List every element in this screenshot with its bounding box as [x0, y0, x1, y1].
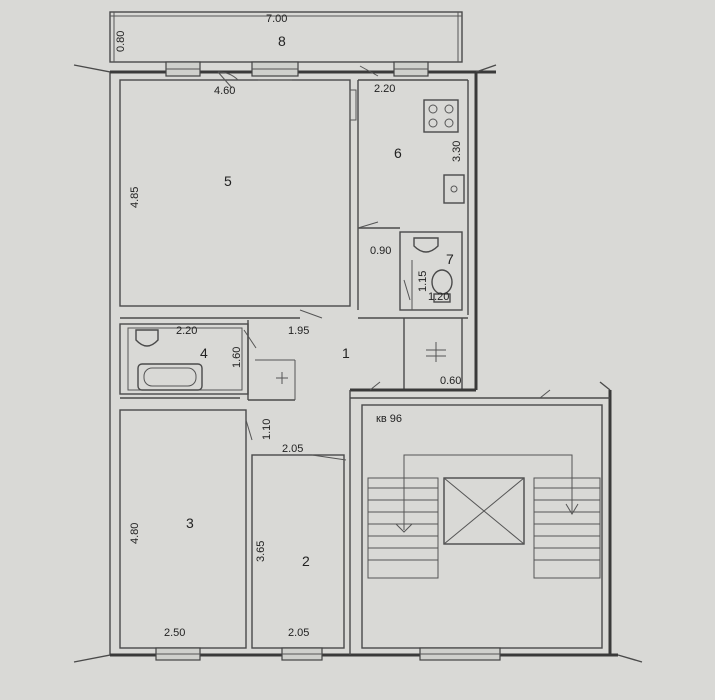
- dim-room2-top: 2.05: [282, 443, 303, 455]
- room-label-2: 2: [302, 553, 310, 569]
- bathtub-icon: [137, 363, 203, 391]
- dim-room5-width: 4.60: [214, 85, 235, 97]
- vent-shaft-icon: [426, 342, 446, 362]
- dim-room2-bottom: 2.05: [288, 627, 309, 639]
- room-5-outline: [119, 79, 351, 307]
- dim-balcony-width: 7.00: [266, 13, 287, 25]
- washing-machine-icon: [276, 372, 288, 384]
- dim-bath-width: 2.20: [176, 325, 197, 337]
- windows: [155, 61, 501, 661]
- room-label-3: 3: [186, 515, 194, 531]
- room-6-outline: [357, 79, 469, 315]
- room-label-1: 1: [342, 345, 350, 361]
- dim-kitchen-length: 3.30: [451, 141, 463, 162]
- dim-door-090: 0.90: [370, 245, 391, 257]
- dim-duct-060: 0.60: [440, 375, 461, 387]
- dim-kitchen-width: 2.20: [374, 83, 395, 95]
- hallway-walls: [120, 317, 610, 655]
- stairs-left-icon: [367, 477, 439, 579]
- toilet-icon: [431, 269, 453, 303]
- doors: [217, 65, 551, 461]
- apartment-number-label: кв 96: [376, 413, 402, 425]
- stairs-right-icon: [533, 477, 601, 579]
- room-7-outline: [399, 231, 463, 311]
- dim-room3-width: 2.50: [164, 627, 185, 639]
- kitchen-sink-icon: [443, 174, 465, 204]
- washbasin-wc-icon: [413, 237, 439, 253]
- stair-direction-arrow: [395, 454, 579, 533]
- dim-wc-length: 1.20: [428, 291, 449, 303]
- dim-corridor-110: 1.10: [261, 419, 273, 440]
- dim-balcony-depth: 0.80: [115, 31, 127, 52]
- bath-sink-icon: [135, 329, 159, 347]
- room-label-5: 5: [224, 173, 232, 189]
- room-label-7: 7: [446, 251, 454, 267]
- dim-hall-195: 1.95: [288, 325, 309, 337]
- dim-room2-length: 3.65: [255, 541, 267, 562]
- dim-room3-length: 4.80: [129, 523, 141, 544]
- dim-bath-length: 1.60: [231, 347, 243, 368]
- room-label-4: 4: [200, 345, 208, 361]
- room-label-8: 8: [278, 33, 286, 49]
- dim-room5-length: 4.85: [129, 187, 141, 208]
- dim-wc-width: 1.15: [417, 271, 429, 292]
- elevator-icon: [443, 477, 525, 545]
- room-label-6: 6: [394, 145, 402, 161]
- stove-icon: [423, 99, 459, 133]
